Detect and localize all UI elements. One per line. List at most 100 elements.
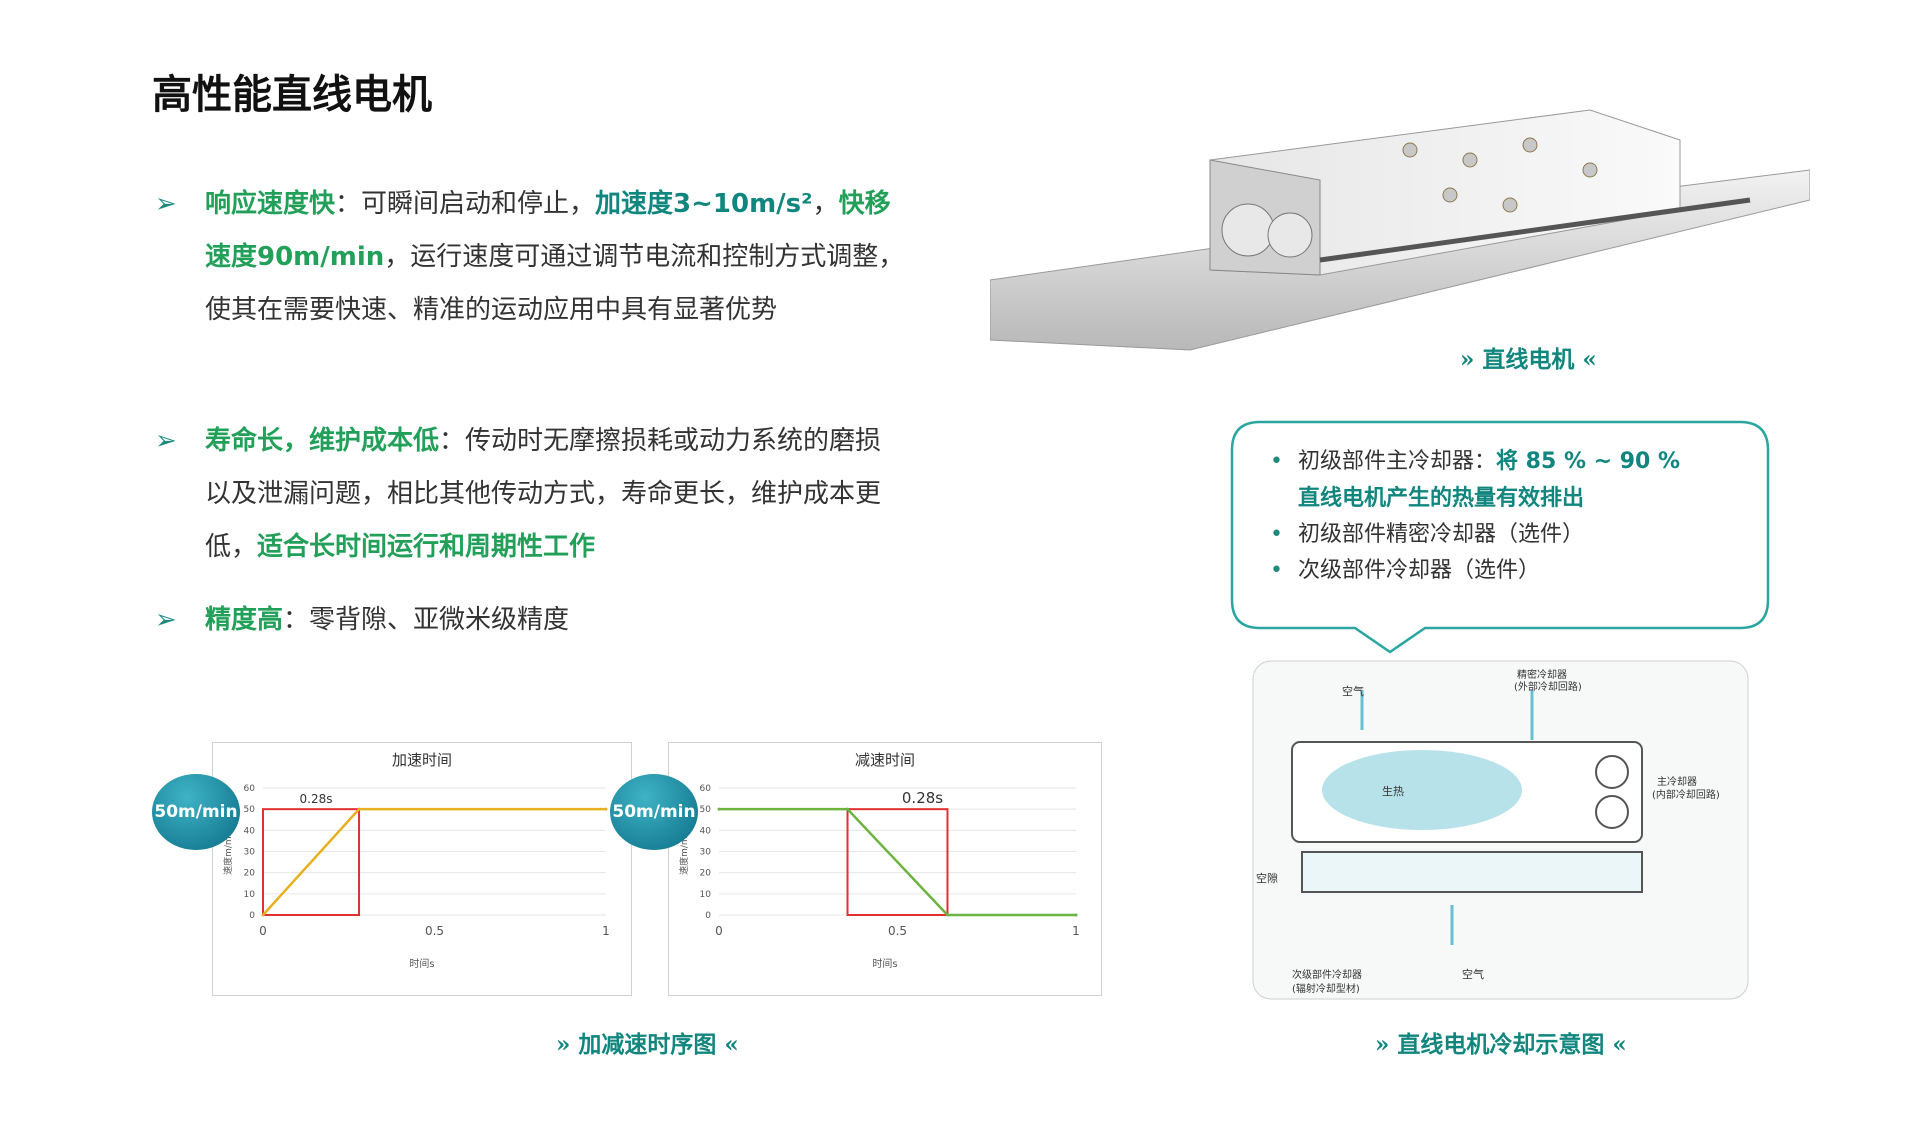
connector-icon <box>1221 203 1275 257</box>
callout-frame <box>1230 420 1770 654</box>
speed-badge: 50m/min <box>610 774 698 850</box>
highlight-precision: 精度高 <box>205 605 284 635</box>
caption-motor: » 直线电机 « <box>1460 346 1597 373</box>
text-segment: ：零背隙、亚微米级精度 <box>283 605 570 635</box>
highlight-box <box>846 808 949 916</box>
bullet-text: 精度高：零背隙、亚微米级精度 <box>205 594 905 647</box>
highlight-lifespan: 寿命长，维护成本低 <box>205 426 440 456</box>
bullet-text: 寿命长，维护成本低：传动时无摩擦损耗或动力系统的磨损以及泄漏问题，相比其他传动方… <box>205 415 905 574</box>
text-segment: ， <box>812 189 839 219</box>
bullet-dot-icon: • <box>1270 449 1283 474</box>
highlight-response: 响应速度快 <box>205 189 336 219</box>
data-point <box>1074 913 1078 917</box>
diagram-label: (外部冷却回路) <box>1514 680 1582 693</box>
arrow-bullet-icon: ➢ <box>155 426 177 456</box>
bullet-text: 响应速度快：可瞬间启动和停止，加速度3~10m/s²，快移速度90m/min，运… <box>205 178 905 337</box>
speed-badge: 50m/min <box>152 774 240 850</box>
bullet-precision: ➢ 精度高：零背隙、亚微米级精度 <box>155 594 915 647</box>
linear-motor-image <box>990 109 1810 351</box>
y-tick-label: 0 <box>249 911 255 921</box>
caption-timing: » 加减速时序图 « <box>556 1031 739 1058</box>
cooling-highlight: 直线电机产生的热量有效排出 <box>1298 485 1585 511</box>
y-tick-label: 60 <box>700 784 712 794</box>
diagram-label: 空气 <box>1342 684 1364 698</box>
highlight-speed: 快移速度90m/min <box>205 189 891 272</box>
y-tick-label: 10 <box>700 890 712 900</box>
cooling-item: • 次级部件冷却器（选件） <box>1270 553 1750 589</box>
chart-title: 加速时间 <box>392 751 452 769</box>
cooler-pipe-icon <box>1595 795 1629 829</box>
y-tick-label: 0 <box>705 911 711 921</box>
cooling-item-label: 初级部件精密冷却器（选件） <box>1298 522 1585 547</box>
y-tick-label: 30 <box>700 848 712 858</box>
x-tick-label: 1 <box>1072 924 1080 938</box>
highlight-box <box>262 808 361 916</box>
cooling-item-label: 次级部件冷却器（选件） <box>1298 558 1541 583</box>
secondary-part <box>1301 851 1643 893</box>
y-tick-label: 20 <box>700 869 712 879</box>
y-tick-label: 30 <box>244 848 256 858</box>
x-axis-label: 时间s <box>872 957 897 970</box>
y-tick-label: 10 <box>244 890 256 900</box>
bullet-lifespan: ➢ 寿命长，维护成本低：传动时无摩擦损耗或动力系统的磨损以及泄漏问题，相比其他传… <box>155 415 915 575</box>
y-tick-label: 60 <box>244 784 256 794</box>
y-tick-label: 50 <box>700 805 712 815</box>
diagram-label: 生热 <box>1382 784 1404 798</box>
y-tick-label: 40 <box>244 826 256 836</box>
cooling-item: • 初级部件主冷却器：将 85 % ~ 90 % 直线电机产生的热量有效排出 <box>1270 444 1750 517</box>
diagram-label: 主冷却器 <box>1657 775 1697 788</box>
x-tick-label: 0 <box>715 924 723 938</box>
arrow-bullet-icon: ➢ <box>155 189 177 219</box>
data-point <box>717 807 721 811</box>
y-tick-label: 40 <box>700 826 712 836</box>
cooling-list: • 初级部件主冷却器：将 85 % ~ 90 % 直线电机产生的热量有效排出 •… <box>1270 444 1750 589</box>
chart-title: 减速时间 <box>855 751 915 769</box>
y-tick-label: 50 <box>244 805 256 815</box>
arrow-bullet-icon: ➢ <box>155 605 177 635</box>
x-tick-label: 0.5 <box>888 924 907 938</box>
diagram-label: 空隙 <box>1256 871 1278 885</box>
series-line <box>719 807 1076 917</box>
cooling-highlight: 将 85 % ~ 90 % <box>1496 449 1681 474</box>
text-segment: ：传动时无摩擦损耗或动力系统的磨损以及泄漏问题，相比其他传动方式，寿命更长，维护… <box>205 426 882 562</box>
cooling-item: • 初级部件精密冷却器（选件） <box>1270 517 1750 553</box>
connector-icon <box>1267 212 1313 258</box>
highlight-accel: 加速度3~10m/s² <box>595 189 813 219</box>
bullet-dot-icon: • <box>1270 522 1283 547</box>
diagram-label: (内部冷却回路) <box>1652 788 1720 801</box>
data-point <box>846 807 850 811</box>
cooler-pipe-icon <box>1595 755 1629 789</box>
diagram-label: 精密冷却器 <box>1517 668 1567 681</box>
x-tick-label: 0.5 <box>425 924 444 938</box>
cooling-diagram: 空气 精密冷却器 (外部冷却回路) 主冷却器 (内部冷却回路) 生热 空隙 次级… <box>1252 660 1749 1000</box>
duration-annotation: 0.28s <box>902 789 943 807</box>
data-point <box>604 807 608 811</box>
page-title: 高性能直线电机 <box>152 71 432 118</box>
diagram-label: (辐射冷却型材) <box>1292 982 1360 995</box>
x-tick-label: 1 <box>602 924 610 938</box>
data-point <box>261 913 265 917</box>
caption-cooling: » 直线电机冷却示意图 « <box>1375 1031 1627 1058</box>
text-segment: ：可瞬间启动和停止， <box>335 189 596 219</box>
diagram-label: 次级部件冷却器 <box>1292 968 1362 981</box>
data-point <box>357 807 361 811</box>
diagram-label: 空气 <box>1462 967 1484 981</box>
bullet-response-speed: ➢ 响应速度快：可瞬间启动和停止，加速度3~10m/s²，快移速度90m/min… <box>155 178 915 390</box>
text-segment: ，运行速度可通过调节电流和控制方式调整，使其在需要快速、精准的运动应用中具有显著… <box>205 242 905 325</box>
x-tick-label: 0 <box>259 924 267 938</box>
cooling-item-label: 初级部件主冷却器： <box>1298 449 1497 474</box>
bullet-dot-icon: • <box>1270 558 1283 583</box>
motor-rail <box>1319 197 1751 263</box>
y-tick-label: 20 <box>244 869 256 879</box>
duration-annotation: 0.28s <box>300 792 333 806</box>
cooling-callout: • 初级部件主冷却器：将 85 % ~ 90 % 直线电机产生的热量有效排出 •… <box>1230 420 1770 660</box>
x-axis-label: 时间s <box>409 957 434 970</box>
series-line <box>262 807 606 916</box>
heat-zone <box>1322 750 1522 830</box>
data-point <box>945 913 949 917</box>
highlight-suitable: 适合长时间运行和周期性工作 <box>257 532 596 562</box>
